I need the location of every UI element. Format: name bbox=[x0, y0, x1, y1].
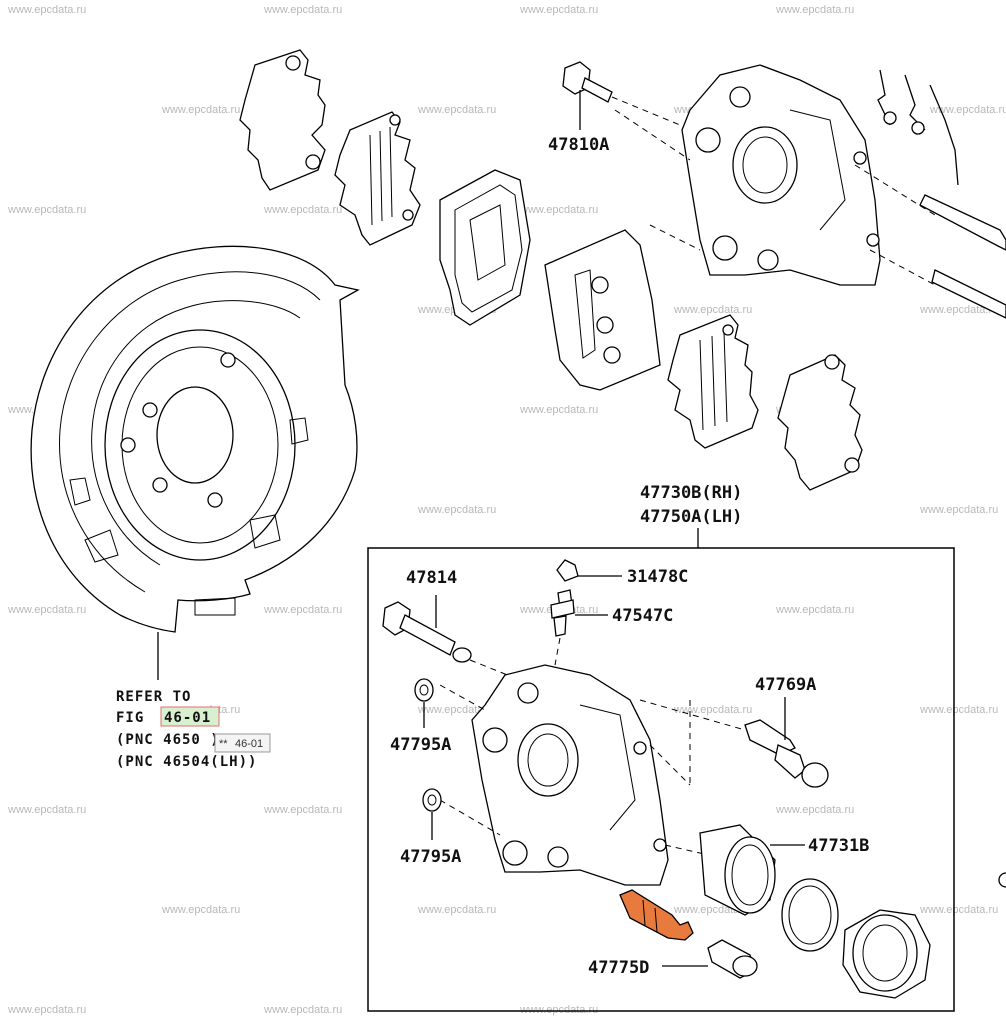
leader-line bbox=[649, 224, 701, 251]
callout-47731B[interactable]: 47731B bbox=[808, 836, 869, 856]
watermark: www.epcdata.ru bbox=[519, 404, 598, 416]
washer-47795A-upper[interactable] bbox=[414, 678, 434, 702]
watermark: www.epcdata.ru bbox=[417, 504, 496, 516]
caliper-top[interactable] bbox=[681, 64, 881, 286]
watermark: www.epcdata.ru bbox=[7, 804, 86, 816]
watermark: www.epcdata.ru bbox=[7, 204, 86, 216]
watermark: www.epcdata.ru bbox=[161, 104, 240, 116]
leader-line bbox=[611, 96, 681, 126]
callout-47547C[interactable]: 47547C bbox=[612, 606, 673, 626]
watermark: www.epcdata.ru bbox=[417, 904, 496, 916]
callout-47750A[interactable]: 47750A(LH) bbox=[640, 507, 742, 527]
watermark: www.epcdata.ru bbox=[263, 1004, 342, 1016]
pad-shim-outer[interactable] bbox=[239, 49, 326, 191]
tooltip-text: 46-01 bbox=[235, 738, 263, 750]
assembly-box bbox=[367, 547, 955, 1012]
cap-31478C[interactable] bbox=[556, 559, 579, 582]
leader-line bbox=[639, 699, 746, 731]
watermark: www.epcdata.ru bbox=[519, 4, 598, 16]
piston-47731B[interactable] bbox=[699, 824, 776, 916]
tooltip-marker: ** bbox=[219, 738, 228, 750]
watermark: www.epcdata.ru bbox=[775, 804, 854, 816]
callout-47810A[interactable]: 47810A bbox=[548, 135, 609, 155]
callout-47730B[interactable]: 47730B(RH) bbox=[640, 483, 742, 503]
callout-47795A-lower[interactable]: 47795A bbox=[400, 847, 461, 867]
dust-boot[interactable] bbox=[842, 909, 931, 999]
leader-line bbox=[649, 744, 691, 786]
partial-part bbox=[998, 872, 1006, 888]
anti-rattle-springs[interactable] bbox=[877, 69, 959, 186]
watermark: www.epcdata.ru bbox=[7, 604, 86, 616]
bleeder-47547C[interactable] bbox=[550, 589, 575, 637]
leader-line bbox=[554, 637, 561, 666]
fig-link[interactable]: 46-01 bbox=[164, 710, 211, 726]
pad-shim-outer-2[interactable] bbox=[777, 354, 863, 491]
watermark: www.epcdata.ru bbox=[263, 4, 342, 16]
guide-pins[interactable] bbox=[919, 194, 1006, 319]
callout-47769A[interactable]: 47769A bbox=[755, 675, 816, 695]
watermark: www.epcdata.ru bbox=[7, 4, 86, 16]
watermark: www.epcdata.ru bbox=[263, 204, 342, 216]
fig-tooltip: ** 46-01 bbox=[214, 733, 271, 753]
watermark: www.epcdata.ru bbox=[263, 804, 342, 816]
fig-link-box[interactable] bbox=[160, 706, 220, 727]
watermark: www.epcdata.ru bbox=[673, 704, 752, 716]
tooltip-box bbox=[214, 733, 271, 753]
watermark: www.epcdata.ru bbox=[417, 104, 496, 116]
watermark: www.epcdata.ru bbox=[919, 304, 998, 316]
reference-line4: (PNC 46504(LH)) bbox=[116, 754, 257, 770]
watermark: www.epcdata.ru bbox=[519, 204, 598, 216]
leader-line bbox=[869, 249, 936, 286]
watermark: www.epcdata.ru bbox=[775, 604, 854, 616]
bolt-47810A[interactable] bbox=[562, 61, 613, 103]
callout-47775D[interactable]: 47775D bbox=[588, 958, 649, 978]
highlighted-part-47775D[interactable] bbox=[619, 889, 694, 941]
pin-47769A[interactable] bbox=[744, 719, 829, 788]
washer-47795A-lower[interactable] bbox=[422, 788, 442, 812]
reference-note: REFER TO FIG 46-01 (PNC 4650 ) (PNC 4650… bbox=[116, 689, 257, 770]
watermark: www.epcdata.ru bbox=[919, 904, 998, 916]
reference-line1: REFER TO bbox=[116, 689, 191, 705]
watermark: www.epcdata.ru bbox=[417, 704, 496, 716]
watermark: www.epcdata.ru bbox=[161, 904, 240, 916]
reference-line3: (PNC 4650 ) bbox=[116, 732, 220, 748]
leader-line bbox=[614, 109, 691, 161]
pad-shim-inner[interactable] bbox=[334, 111, 421, 246]
callout-31478C[interactable]: 31478C bbox=[627, 567, 688, 587]
brake-pad-outer[interactable] bbox=[439, 169, 531, 326]
callout-47795A-upper[interactable]: 47795A bbox=[390, 735, 451, 755]
watermark: www.epcdata.ru bbox=[919, 704, 998, 716]
watermark: www.epcdata.ru bbox=[519, 1004, 598, 1016]
caliper-assembly[interactable] bbox=[471, 664, 669, 886]
reference-fig-prefix: FIG bbox=[116, 710, 144, 726]
brake-pad-inner[interactable] bbox=[544, 229, 661, 391]
leader-line bbox=[439, 799, 501, 836]
watermark: www.epcdata.ru bbox=[929, 104, 1006, 116]
piston-seal[interactable] bbox=[781, 878, 839, 952]
watermark: www.epcdata.ru bbox=[673, 304, 752, 316]
watermark: www.epcdata.ru bbox=[919, 504, 998, 516]
leader-line bbox=[439, 684, 486, 711]
bush-47775D[interactable] bbox=[707, 939, 758, 979]
leader-line bbox=[854, 164, 936, 216]
callout-47814[interactable]: 47814 bbox=[406, 568, 457, 588]
pad-shim-inner-2[interactable] bbox=[667, 314, 759, 449]
bolt-47814[interactable] bbox=[382, 601, 472, 663]
watermark: www.epcdata.ru bbox=[7, 1004, 86, 1016]
watermark: www.epcdata.ru bbox=[263, 604, 342, 616]
watermark: www.epcdata.ru bbox=[775, 4, 854, 16]
dust-shield[interactable] bbox=[30, 245, 360, 633]
